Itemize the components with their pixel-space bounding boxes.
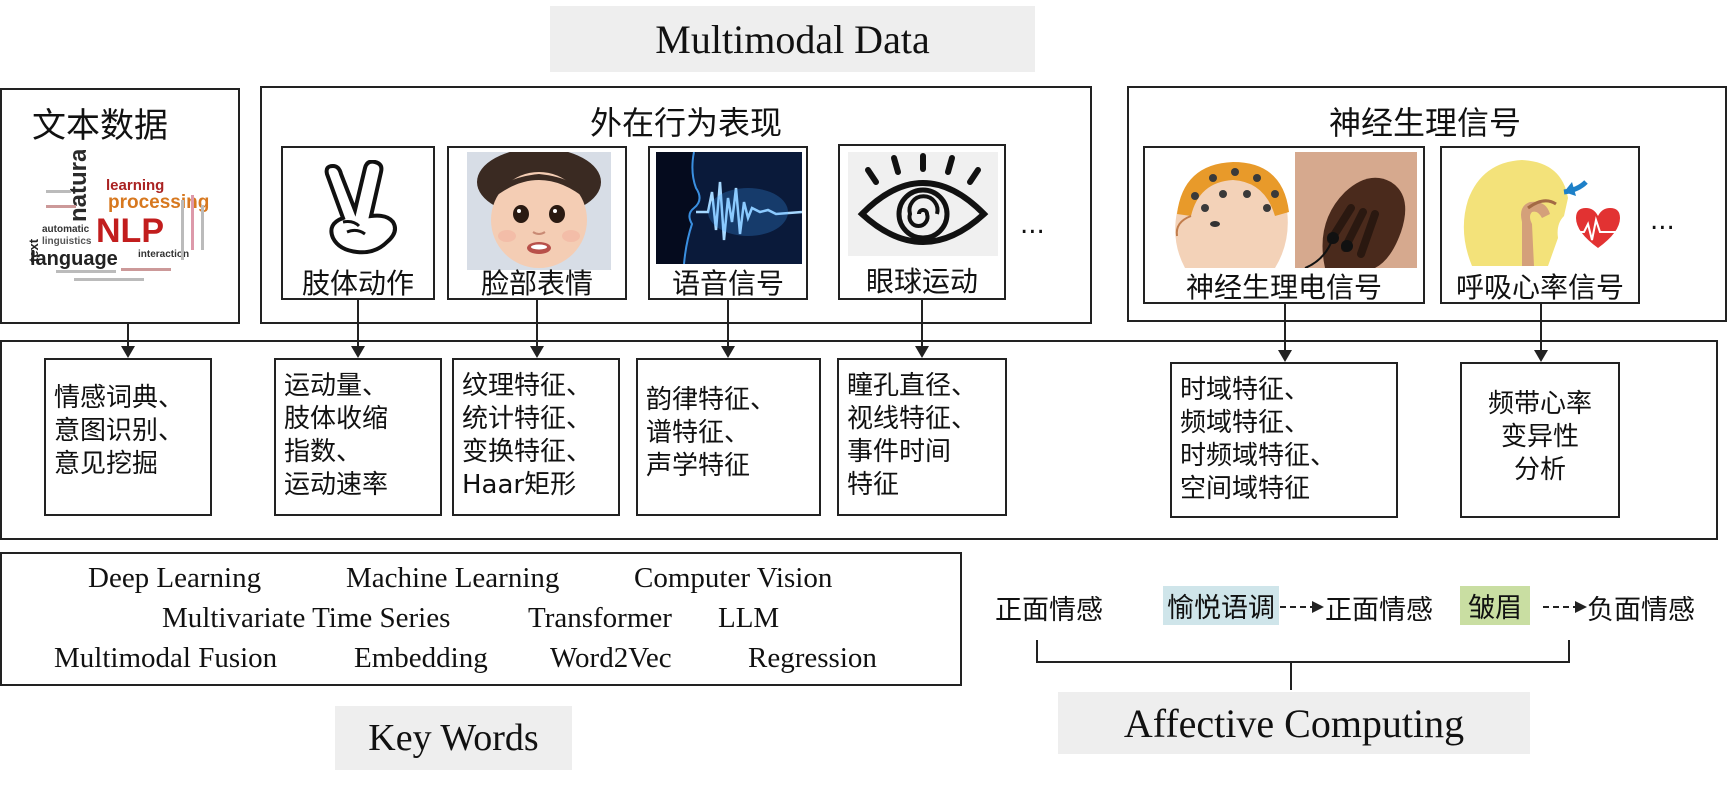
keyword: Transformer xyxy=(528,602,672,634)
behavior-title: 外在行为表现 xyxy=(590,104,783,142)
card-voice-signal-label: 语音信号 xyxy=(671,267,784,300)
heart-features-box: 频带心率 变异性 分析 xyxy=(1460,362,1620,518)
dashed-arrow-1 xyxy=(1280,601,1324,613)
diagram-title-box: Multimodal Data xyxy=(550,6,1035,72)
text-data-panel: 文本数据 natural learning processing text NL… xyxy=(0,88,240,324)
affect-tone-tag: 愉悦语调 xyxy=(1163,586,1279,625)
voice-feature-line: 声学特征 xyxy=(646,451,751,481)
affective-caption: Affective Computing xyxy=(1123,700,1465,746)
voice-feature-line: 谱特征、 xyxy=(646,418,751,448)
keyword: Embedding xyxy=(354,642,488,674)
keyword: Deep Learning xyxy=(88,562,262,594)
card-eye-movement-label: 眼球运动 xyxy=(865,265,978,298)
cloud-word-interaction: interaction xyxy=(138,249,189,260)
heart-feature-line: 分析 xyxy=(1513,455,1566,485)
keywords-caption: Key Words xyxy=(368,717,539,759)
eeg-cap-photo xyxy=(1155,152,1417,268)
cloud-word-text: text xyxy=(26,238,41,262)
text-feature-line: 情感词典、 xyxy=(54,383,185,413)
keyword: Multivariate Time Series xyxy=(162,602,451,634)
neuro-feature-line: 频域特征、 xyxy=(1180,408,1311,438)
text-features-box: 情感词典、 意图识别、 意见挖掘 xyxy=(44,358,212,516)
keyword: Regression xyxy=(748,642,877,674)
nlp-word-cloud: natural learning processing text NLP aut… xyxy=(16,150,226,310)
affective-caption-box: Affective Computing xyxy=(1058,692,1530,754)
eye-feature-line: 特征 xyxy=(847,470,900,500)
keyword: LLM xyxy=(718,602,780,634)
neuro-feature-line: 空间域特征 xyxy=(1180,474,1311,504)
diagram-title: Multimodal Data xyxy=(655,16,930,62)
card-respiration-heart: 呼吸心率信号 xyxy=(1440,146,1640,304)
card-respiration-heart-label: 呼吸心率信号 xyxy=(1455,271,1624,304)
eye-feature-line: 视线特征、 xyxy=(847,404,978,434)
affective-example: 正面情感 愉悦语调 正面情感 皱眉 负面情感 xyxy=(995,584,1730,634)
voice-feature-line: 韵律特征、 xyxy=(646,385,777,415)
respiration-heart-icon xyxy=(1452,152,1632,266)
text-data-title: 文本数据 xyxy=(32,106,168,146)
face-feature-line: 变换特征、 xyxy=(462,437,593,467)
text-features: 情感词典、 意图识别、 意见挖掘 xyxy=(46,360,210,491)
keyword: Machine Learning xyxy=(346,562,560,594)
affect-positive-2: 正面情感 xyxy=(1325,595,1433,626)
cloud-word-learning: learning xyxy=(106,177,164,194)
neuro-ellipsis: ... xyxy=(1650,206,1675,236)
victory-hand-icon xyxy=(313,160,405,256)
heart-feature-line: 变异性 xyxy=(1500,422,1579,452)
cloud-word-processing: processing xyxy=(108,192,209,213)
face-features-box: 纹理特征、 统计特征、 变换特征、 Haar矩形 xyxy=(452,358,620,516)
feature-row-frame xyxy=(0,340,1718,540)
neuro-feature-line: 时频域特征、 xyxy=(1180,441,1337,471)
cloud-word-automatic: automatic xyxy=(42,224,90,235)
cloud-word-linguistics: linguistics xyxy=(42,236,92,247)
face-feature-line: Haar矩形 xyxy=(462,470,577,500)
voice-features-box: 韵律特征、 谱特征、 声学特征 xyxy=(636,358,821,516)
card-facial-expression: 脸部表情 xyxy=(447,146,627,300)
eye-icon xyxy=(848,152,998,256)
text-feature-line: 意图识别、 xyxy=(54,416,185,446)
card-facial-expression-label: 脸部表情 xyxy=(480,267,593,300)
affective-bracket xyxy=(1036,640,1570,690)
eye-features-box: 瞳孔直径、 视线特征、 事件时间 特征 xyxy=(837,358,1007,516)
limb-feature-line: 肢体收缩 xyxy=(284,404,389,434)
dashed-arrow-2 xyxy=(1543,601,1587,613)
voice-wave-icon xyxy=(656,152,802,264)
limb-feature-line: 运动量、 xyxy=(284,371,389,401)
limb-feature-line: 指数、 xyxy=(284,437,363,467)
cloud-word-nlp: NLP xyxy=(96,212,164,250)
card-limb-action: 肢体动作 xyxy=(281,146,435,300)
keywords-box: Deep Learning Machine Learning Computer … xyxy=(0,552,962,686)
card-neuro-electric: 神经生理电信号 xyxy=(1143,146,1425,304)
keyword: Word2Vec xyxy=(550,642,672,674)
neuro-title: 神经生理信号 xyxy=(1329,104,1522,142)
affect-negative: 负面情感 xyxy=(1587,595,1695,626)
child-face-photo xyxy=(467,152,611,270)
neuro-electric-features-box: 时域特征、 频域特征、 时频域特征、 空间域特征 xyxy=(1170,362,1398,518)
keyword: Computer Vision xyxy=(634,562,833,594)
card-eye-movement: 眼球运动 xyxy=(838,144,1006,300)
eye-feature-line: 事件时间 xyxy=(847,437,952,467)
card-limb-action-label: 肢体动作 xyxy=(301,267,414,300)
card-neuro-electric-label: 神经生理电信号 xyxy=(1185,271,1382,304)
face-feature-line: 纹理特征、 xyxy=(462,371,593,401)
limb-features-box: 运动量、 肢体收缩 指数、 运动速率 xyxy=(274,358,442,516)
text-feature-line: 意见挖掘 xyxy=(54,449,159,479)
affect-frown-tag: 皱眉 xyxy=(1460,586,1530,625)
eye-feature-line: 瞳孔直径、 xyxy=(847,371,978,401)
limb-feature-line: 运动速率 xyxy=(284,470,389,500)
cloud-word-natural: natural xyxy=(65,150,92,222)
neuro-feature-line: 时域特征、 xyxy=(1180,375,1311,405)
behavior-ellipsis: ... xyxy=(1020,210,1045,240)
cloud-word-language: language xyxy=(30,248,118,270)
face-feature-line: 统计特征、 xyxy=(462,404,593,434)
keywords-caption-box: Key Words xyxy=(335,706,572,770)
heart-feature-line: 频带心率 xyxy=(1487,389,1592,419)
keyword: Multimodal Fusion xyxy=(54,642,278,674)
card-voice-signal: 语音信号 xyxy=(648,146,808,300)
affect-positive-1: 正面情感 xyxy=(995,595,1103,626)
